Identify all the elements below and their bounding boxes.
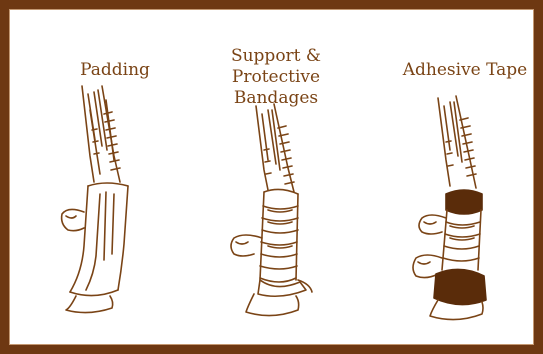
- padded-leg-illustration: [62, 86, 128, 313]
- upper-leg-1: [82, 86, 120, 182]
- illustration-canvas: Padding Support & Protective Bandages Ad…: [9, 9, 534, 345]
- upper-leg-3: [438, 96, 476, 188]
- adhesive-bandage-tail: [413, 215, 446, 278]
- support-bandage-wraps: [260, 189, 298, 282]
- hoof-2: [246, 294, 299, 316]
- hoof-1: [66, 296, 113, 313]
- bottom-adhesive-tape-band: [434, 269, 486, 304]
- adhesive-tape-leg-illustration: [413, 96, 486, 320]
- padding-sleeve: [62, 183, 128, 296]
- support-bandage-leg-illustration: [231, 104, 312, 316]
- bandage-illustrations: [10, 10, 535, 346]
- adhesive-bandage-wraps: [442, 210, 481, 270]
- upper-leg-2: [256, 104, 294, 192]
- top-adhesive-tape-band: [446, 190, 482, 214]
